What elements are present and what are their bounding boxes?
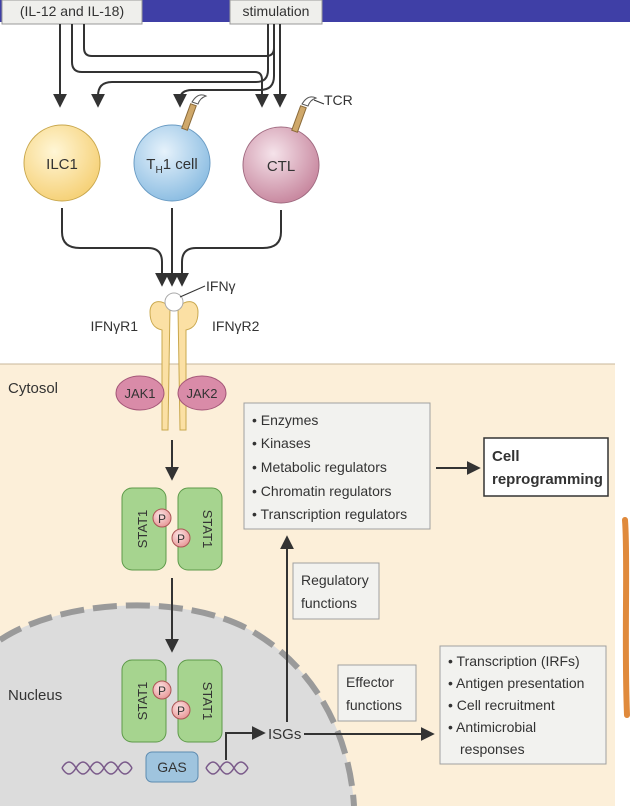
tcr-label: TCR [324,92,353,108]
effector-outcomes-box: • Transcription (IRFs) • Antigen present… [439,645,607,765]
regulatory-line1: Regulatory [301,572,369,588]
input-arrows [53,24,287,108]
cell-reprogramming-box: Cell reprogramming [483,437,609,497]
isgs-label: ISGs [268,726,301,743]
svg-text:• Chromatin regulators: • Chromatin regulators [252,483,392,499]
regulator-item: Enzymes [261,412,319,428]
effector-item: Antigen presentation [456,675,584,691]
phospho-label: P [158,512,166,526]
th1-label-subscript: H [155,165,162,176]
ilc1-label: ILC1 [46,156,78,173]
outcome-line1: Cell [492,448,520,465]
top-right-box: stimulation [229,0,323,25]
outcome-line2: reprogramming [492,471,603,488]
ifn-gamma-ligand [164,292,184,312]
stat1-dimer-nucleus: STAT1 STAT1 P P [121,659,223,743]
th1-label-suffix: 1 cell [163,156,198,173]
th1-tcr-receptor-icon [181,94,208,131]
cytosol-label: Cytosol [8,380,58,397]
svg-text:• Metabolic regulators: • Metabolic regulators [252,459,387,475]
phospho-label: P [177,704,185,718]
ifn-gamma-label: IFNγ [206,278,236,294]
svg-text:• Antigen presentation: • Antigen presentation [448,675,584,691]
svg-text:• Kinases: • Kinases [252,435,311,451]
ctl-tcr-receptor-icon [291,96,318,133]
regulatory-functions-box: Regulatory functions [292,562,380,620]
stat1-dimer-cytosol: STAT1 STAT1 P P [121,487,223,571]
ifngr2-label: IFNγR2 [212,318,260,334]
jak2-label: JAK2 [186,386,217,401]
orange-annotation-mark [622,517,630,718]
jak2-kinase: JAK2 [177,375,227,411]
jak1-kinase: JAK1 [115,375,165,411]
svg-text:• Enzymes: • Enzymes [252,412,318,428]
ilc1-cell: ILC1 [23,124,101,202]
svg-text:TH1 cell: TH1 cell [146,156,197,176]
effector-item: Cell recruitment [457,697,555,713]
th1-cell: TH1 cell [133,94,211,202]
effector-item: Antimicrobial [456,719,536,735]
phospho-label: P [177,532,185,546]
nucleus-label: Nucleus [8,687,62,704]
effector-line1: Effector [346,674,394,690]
gas-element: GAS [145,751,199,783]
regulatory-line2: functions [301,595,357,611]
svg-text:• Antimicrobial: • Antimicrobial [448,719,536,735]
svg-text:• Transcription regulators: • Transcription regulators [252,506,407,522]
top-right-box-label: stimulation [243,3,310,19]
regulator-item: Kinases [261,435,311,451]
effector-item-continuation: responses [460,741,525,757]
ctl-cell: CTL TCR [242,92,353,204]
effector-item: Transcription (IRFs) [457,653,580,669]
svg-text:• Transcription (IRFs): • Transcription (IRFs) [448,653,580,669]
stat1-right-label: STAT1 [200,682,215,721]
ctl-label: CTL [267,158,295,175]
svg-text:• Cell recruitment: • Cell recruitment [448,697,555,713]
stat1-right-label: STAT1 [200,510,215,549]
converging-arrows [61,208,282,287]
regulator-item: Transcription regulators [261,506,408,522]
regulator-item: Chromatin regulators [261,483,392,499]
phospho-label: P [158,684,166,698]
top-left-box: (IL-12 and IL-18) [1,0,143,25]
gas-label: GAS [157,759,187,775]
stat1-left-label: STAT1 [135,682,150,721]
ifngr1-label: IFNγR1 [91,318,139,334]
jak1-label: JAK1 [124,386,155,401]
th1-label-prefix: T [146,156,155,173]
top-left-box-label: (IL-12 and IL-18) [20,3,124,19]
stat1-left-label: STAT1 [135,510,150,549]
effector-functions-box: Effector functions [337,664,417,722]
regulator-item: Metabolic regulators [261,459,387,475]
regulators-box: • Enzymes • Kinases • Metabolic regulato… [243,402,431,530]
dna-strand [61,761,249,775]
effector-line2: functions [346,697,402,713]
